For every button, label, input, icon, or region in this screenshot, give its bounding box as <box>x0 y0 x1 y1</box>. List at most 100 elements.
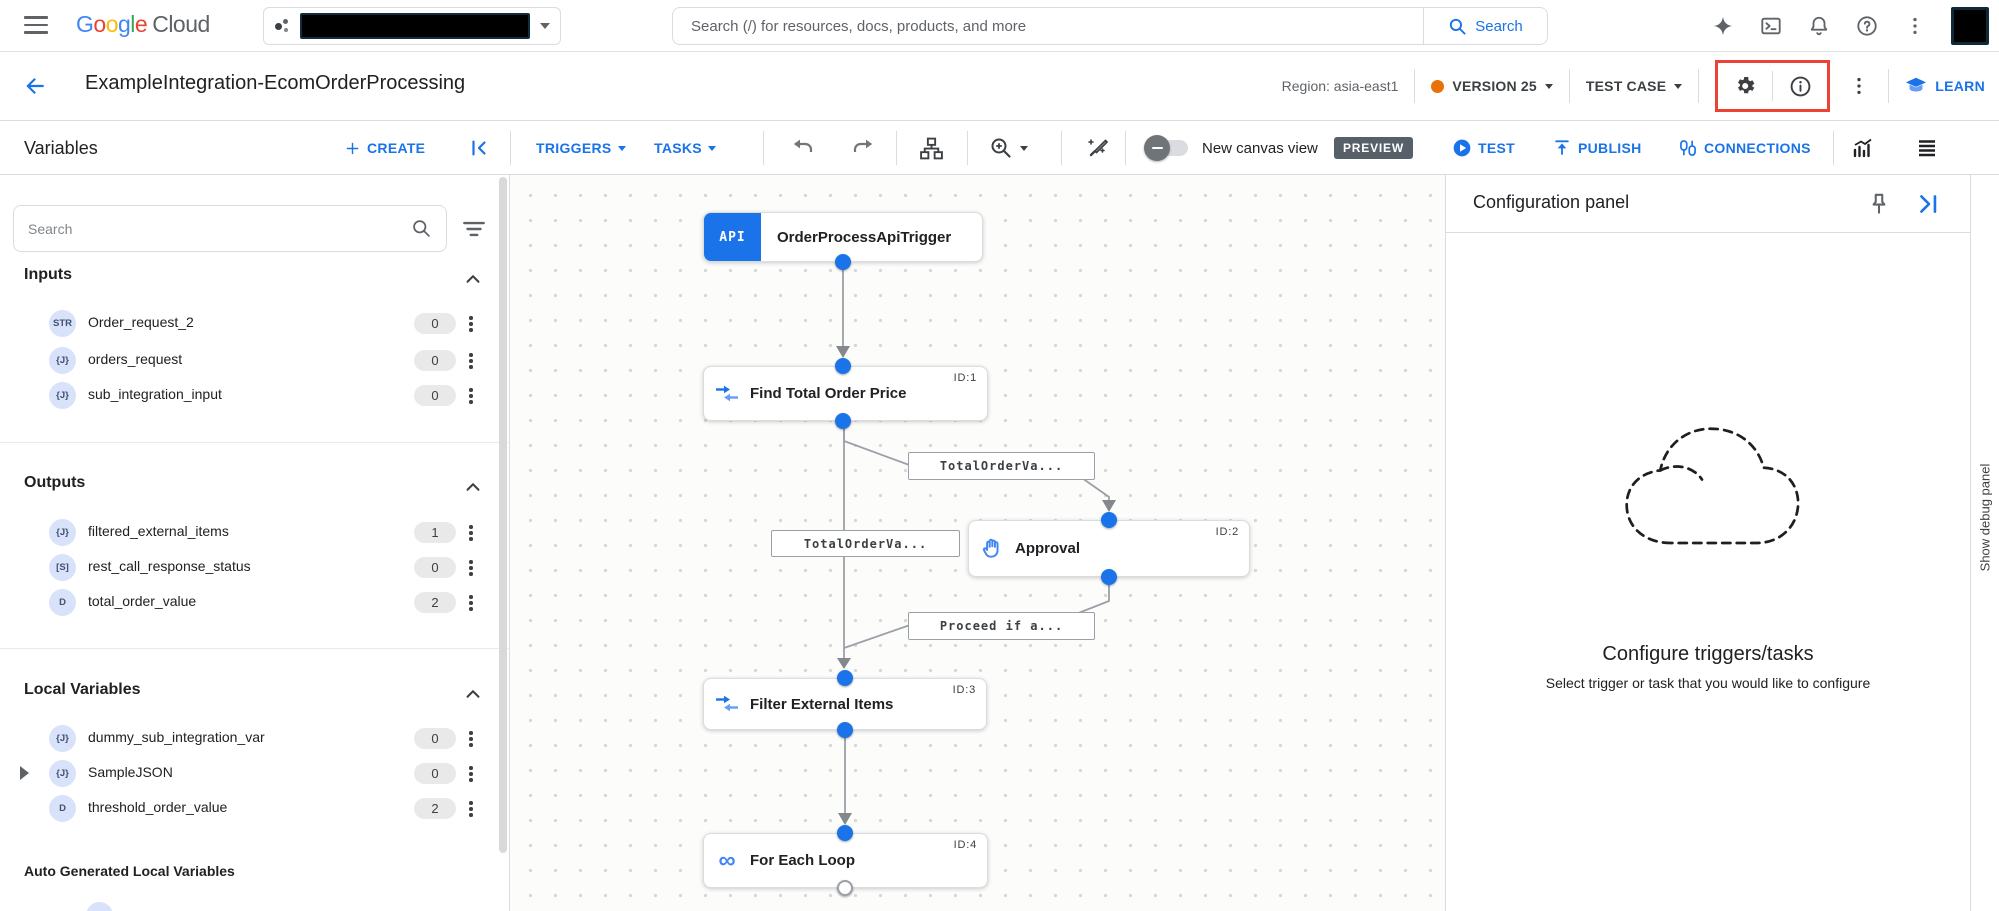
zoom-icon[interactable] <box>988 135 1014 161</box>
global-search-input[interactable] <box>673 8 1423 44</box>
port-in[interactable] <box>837 670 853 686</box>
variable-row[interactable]: STR Order_request_2 0 <box>0 306 510 343</box>
kebab-menu-icon[interactable] <box>465 762 477 786</box>
data-mapping-icon <box>704 694 750 714</box>
back-arrow-icon[interactable] <box>22 73 48 99</box>
type-badge-double: D <box>49 589 76 616</box>
redo-icon[interactable] <box>850 135 876 161</box>
port-in[interactable] <box>1101 512 1117 528</box>
auto-layout-icon[interactable] <box>918 135 944 161</box>
cloud-shell-icon[interactable] <box>1759 14 1783 38</box>
learn-button[interactable]: LEARN <box>1905 75 1985 97</box>
port-out[interactable] <box>835 413 851 429</box>
metrics-icon[interactable] <box>1850 135 1876 161</box>
pin-icon[interactable] <box>1866 191 1892 217</box>
variable-row[interactable]: D total_order_value 2 <box>0 585 510 622</box>
settings-gear-icon[interactable] <box>1732 73 1758 99</box>
version-selector[interactable]: VERSION 25 <box>1431 78 1553 94</box>
highlight-red-box <box>1715 60 1831 112</box>
port-in[interactable] <box>837 825 853 841</box>
more-vert-icon[interactable] <box>1903 14 1927 38</box>
section-title-outputs: Outputs <box>24 474 86 491</box>
kebab-menu-icon[interactable] <box>465 727 477 751</box>
edge-label[interactable]: TotalOrderVa... <box>771 530 960 557</box>
node-for-each-loop[interactable]: ∞ For Each Loop ID:4 <box>703 833 988 888</box>
section-title-local-variables: Local Variables <box>24 681 141 698</box>
global-search-button[interactable]: Search <box>1423 8 1547 44</box>
test-case-selector[interactable]: TEST CASE <box>1586 78 1683 94</box>
port-out-empty[interactable] <box>837 880 853 896</box>
variable-row[interactable]: {J} dummy_sub_integration_var 0 <box>0 721 510 758</box>
variables-search-input[interactable] <box>28 220 411 237</box>
port-in[interactable] <box>835 358 851 374</box>
connections-button[interactable]: CONNECTIONS <box>1678 138 1811 158</box>
create-variable-button[interactable]: CREATE <box>344 140 425 157</box>
variable-row[interactable]: {J} orders_request 0 <box>0 343 510 380</box>
triggers-menu[interactable]: TRIGGERS <box>536 140 626 156</box>
collapse-variables-panel-icon[interactable] <box>466 135 492 161</box>
variable-row[interactable]: {J} SampleJSON 0 <box>0 756 510 793</box>
help-icon[interactable] <box>1855 14 1879 38</box>
test-button[interactable]: TEST <box>1452 138 1515 158</box>
editor-toolbar: Variables CREATE TRIGGERS TASKS <box>0 121 1999 175</box>
play-circle-icon <box>1453 139 1471 157</box>
variable-row[interactable]: {J} filtered_external_items 1 <box>0 515 510 552</box>
version-status-dot <box>1431 79 1445 93</box>
node-find-total-order-price[interactable]: Find Total Order Price ID:1 <box>703 366 988 421</box>
logs-list-icon[interactable] <box>1914 135 1940 161</box>
kebab-menu-icon[interactable] <box>465 591 477 615</box>
expand-arrow-icon[interactable] <box>20 766 29 780</box>
variable-row[interactable]: D threshold_order_value 2 <box>0 791 510 828</box>
port-out[interactable] <box>835 254 851 270</box>
kebab-menu-icon[interactable] <box>465 349 477 373</box>
info-icon[interactable] <box>1787 73 1813 99</box>
gemini-icon[interactable] <box>1711 14 1735 38</box>
new-canvas-view-toggle[interactable] <box>1144 135 1188 161</box>
project-selector[interactable] <box>263 7 561 45</box>
collapse-panel-icon[interactable] <box>1916 191 1942 217</box>
integration-canvas[interactable]: TotalOrderVa... TotalOrderVa... Proceed … <box>510 175 1445 911</box>
usage-count-badge: 0 <box>414 728 456 749</box>
sidebar-scrollbar[interactable] <box>499 177 507 853</box>
kebab-menu-icon[interactable] <box>465 312 477 336</box>
empty-state-cloud-sketch <box>1614 397 1809 577</box>
kebab-menu-icon[interactable] <box>465 521 477 545</box>
port-out[interactable] <box>1101 569 1117 585</box>
zoom-chevron-icon[interactable] <box>1020 145 1028 151</box>
edge-label[interactable]: TotalOrderVa... <box>908 452 1095 480</box>
edge-label[interactable]: Proceed if a... <box>908 612 1095 640</box>
undo-icon[interactable] <box>790 135 816 161</box>
kebab-menu-icon[interactable] <box>465 556 477 580</box>
chevron-down-icon <box>1544 83 1553 89</box>
port-out[interactable] <box>837 722 853 738</box>
publish-button[interactable]: PUBLISH <box>1552 138 1642 158</box>
variables-search-box <box>13 205 447 252</box>
usage-count-badge: 0 <box>414 350 456 371</box>
variable-row[interactable]: {J} sub_integration_input 0 <box>0 378 510 415</box>
show-debug-panel-strip[interactable]: Show debug panel <box>1970 175 1999 911</box>
variable-row[interactable]: [S] rest_call_response_status 0 <box>0 550 510 587</box>
usage-count-badge: 0 <box>414 557 456 578</box>
collapse-section-icon[interactable] <box>462 476 484 498</box>
usage-count-badge: 0 <box>414 313 456 334</box>
configuration-panel: Configuration panel Configure triggers/t… <box>1445 175 1970 911</box>
magic-wand-icon[interactable] <box>1085 135 1111 161</box>
kebab-menu-icon[interactable] <box>465 797 477 821</box>
kebab-menu-icon[interactable] <box>465 384 477 408</box>
type-badge-json: {J} <box>49 725 76 752</box>
sort-icon[interactable] <box>461 216 487 242</box>
more-vert-icon[interactable] <box>1846 73 1872 99</box>
editor-content: Inputs STR Order_request_2 0 {J} orders_… <box>0 175 1999 911</box>
type-badge-double: D <box>49 795 76 822</box>
node-approval[interactable]: Approval ID:2 <box>968 520 1250 577</box>
logo-cloud-text: Cloud <box>152 11 210 37</box>
menu-icon[interactable] <box>24 16 48 36</box>
avatar[interactable] <box>1951 7 1989 45</box>
tasks-menu[interactable]: TASKS <box>654 140 716 156</box>
collapse-section-icon[interactable] <box>462 268 484 290</box>
notifications-icon[interactable] <box>1807 14 1831 38</box>
usage-count-badge: 2 <box>414 798 456 819</box>
redacted-project-name <box>300 13 530 39</box>
collapse-section-icon[interactable] <box>462 683 484 705</box>
